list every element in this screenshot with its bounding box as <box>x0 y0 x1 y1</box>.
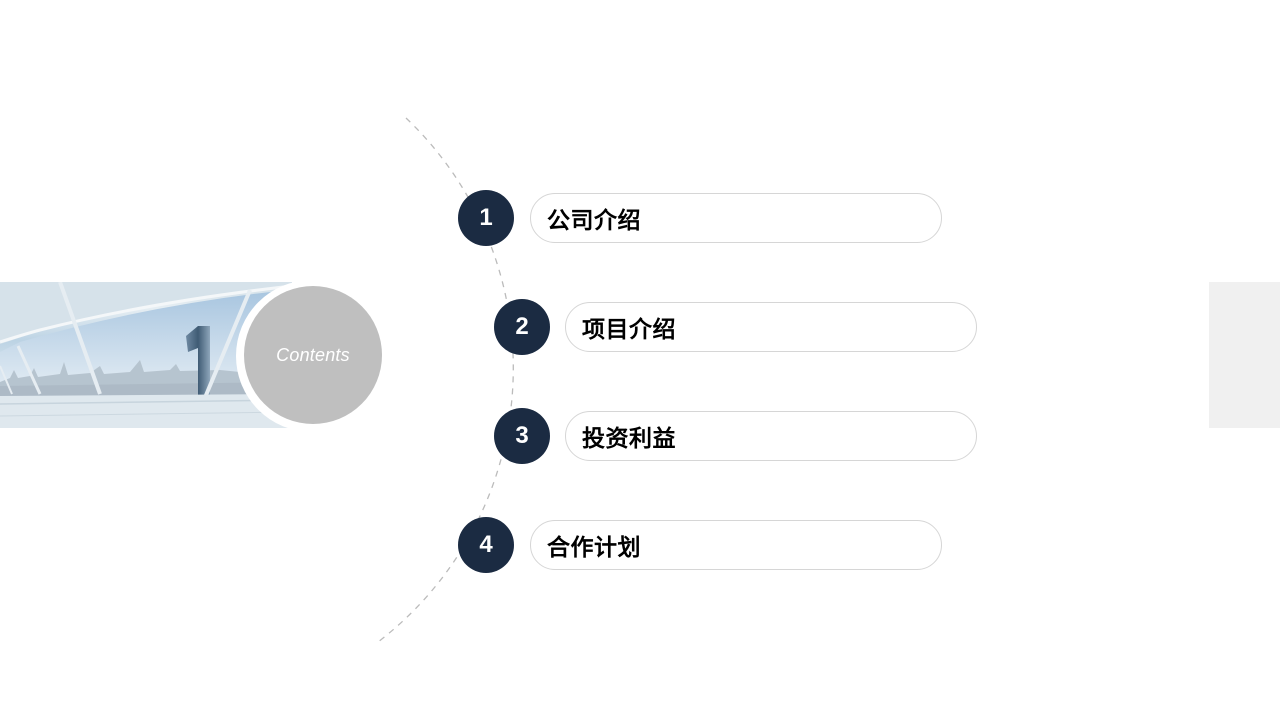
agenda-pill[interactable]: 公司介绍 <box>530 193 942 243</box>
contents-label: Contents <box>276 344 350 365</box>
contents-badge: Contents <box>244 286 382 424</box>
agenda-label: 公司介绍 <box>547 208 641 234</box>
agenda-label: 投资利益 <box>582 426 676 452</box>
agenda-pill[interactable]: 投资利益 <box>565 411 977 461</box>
number-badge: 1 <box>458 190 514 246</box>
agenda-label: 合作计划 <box>547 535 641 561</box>
agenda-pill[interactable]: 合作计划 <box>530 520 942 570</box>
agenda-label: 项目介绍 <box>582 317 676 343</box>
number-badge: 4 <box>458 517 514 573</box>
number-badge: 3 <box>494 408 550 464</box>
agenda-pill[interactable]: 项目介绍 <box>565 302 977 352</box>
number-badge: 2 <box>494 299 550 355</box>
side-decoration-block <box>1209 282 1280 428</box>
